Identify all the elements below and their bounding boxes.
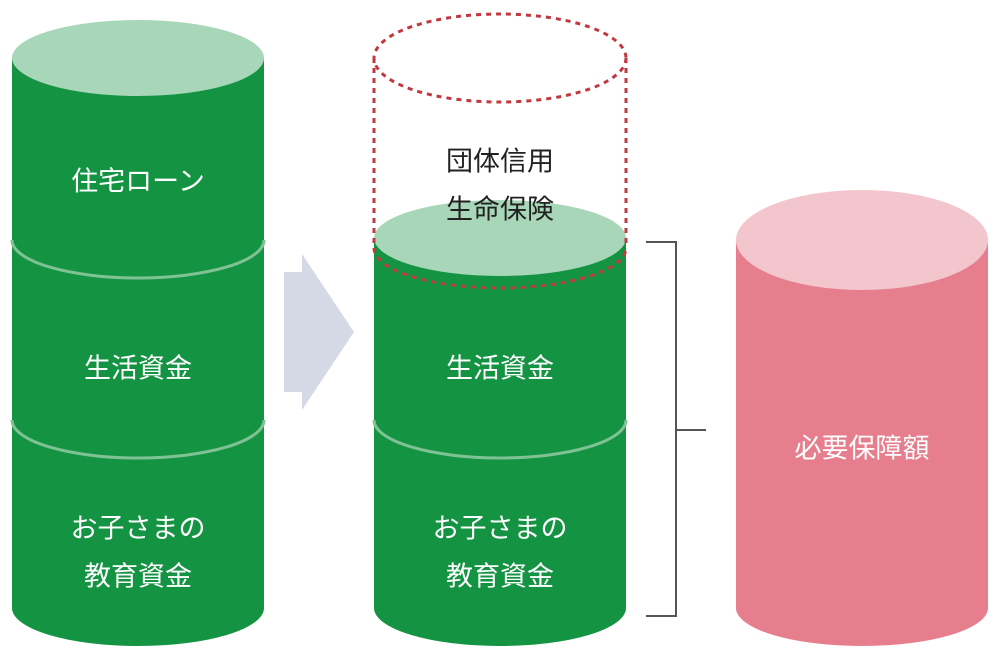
left-cylinder: 住宅ローン 生活資金 お子さまの 教育資金 bbox=[10, 20, 266, 646]
dotted-segment-top bbox=[372, 12, 628, 104]
left-divider-1 bbox=[10, 239, 266, 280]
left-segment-label-housing-loan: 住宅ローン bbox=[71, 167, 205, 198]
middle-segment-label-education-line1: お子さまの bbox=[433, 514, 568, 545]
left-segment-label-education-line2: 教育資金 bbox=[84, 562, 192, 593]
dotted-segment-label-line2: 生命保険 bbox=[446, 195, 554, 226]
middle-divider bbox=[372, 419, 628, 460]
required-coverage-label: 必要保障額 bbox=[795, 434, 930, 465]
middle-cylinder-top bbox=[374, 200, 626, 276]
left-divider-2 bbox=[10, 419, 266, 460]
middle-cylinder-body bbox=[374, 238, 626, 646]
left-cylinder-body bbox=[12, 58, 264, 646]
middle-segment-label-education-line2: 教育資金 bbox=[446, 562, 554, 593]
left-segment-label-education-line1: お子さまの bbox=[71, 514, 206, 545]
dotted-segment-label-line1: 団体信用 bbox=[446, 147, 554, 178]
middle-segment-label-living-funds: 生活資金 bbox=[446, 354, 554, 385]
middle-cylinder: 団体信用 生命保険 生活資金 お子さまの 教育資金 bbox=[372, 12, 628, 646]
left-segment-label-living-funds: 生活資金 bbox=[84, 354, 192, 385]
right-cylinder-top bbox=[736, 190, 988, 290]
right-cylinder: 必要保障額 bbox=[736, 190, 988, 646]
right-arrow-icon bbox=[284, 254, 354, 410]
bracket-shape bbox=[646, 241, 677, 617]
right-cylinder-body bbox=[736, 240, 988, 646]
dotted-segment bbox=[372, 12, 628, 290]
right-bracket-icon bbox=[646, 241, 706, 617]
left-cylinder-top bbox=[12, 20, 264, 96]
dotted-segment-bottom bbox=[372, 247, 628, 290]
